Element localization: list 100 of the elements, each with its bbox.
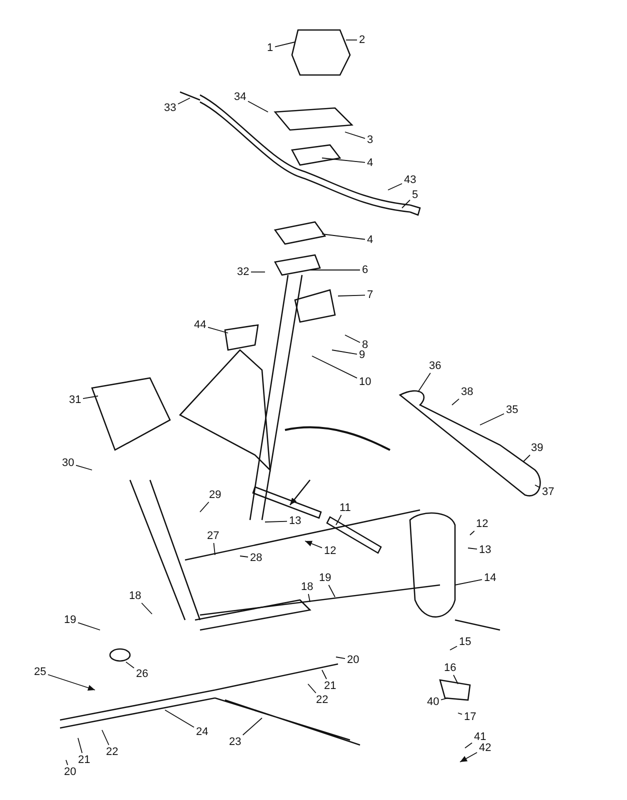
callout-number: 32 (236, 266, 250, 278)
leader-line (344, 132, 366, 139)
leader-line (336, 514, 342, 526)
leader-line (460, 752, 478, 762)
leader-line (76, 464, 92, 470)
leader-line (102, 730, 110, 746)
leader-line (453, 674, 458, 684)
leader-line (242, 718, 262, 736)
callout-number: 25 (33, 666, 48, 678)
leader-line (534, 484, 540, 488)
leader-line (332, 350, 358, 355)
leader-line (402, 200, 410, 208)
callout-number: 2 (358, 34, 366, 46)
leader-line (468, 548, 478, 550)
callout-number: 18 (300, 581, 314, 593)
callout-number: 19 (63, 614, 78, 626)
leader-line (338, 294, 366, 296)
leader-line (304, 540, 322, 548)
callout-number: 43 (403, 174, 418, 186)
callout-number: 5 (411, 189, 420, 201)
leader-line (322, 234, 366, 240)
callout-number: 29 (208, 489, 222, 501)
leader-line (328, 584, 336, 598)
leader-line (126, 662, 134, 668)
callout-number: 37 (541, 486, 556, 498)
leader-line (264, 520, 288, 522)
leader-line (48, 674, 96, 691)
callout-number: 39 (530, 442, 544, 454)
callout-number: 27 (206, 530, 220, 542)
callout-number: 22 (105, 746, 120, 758)
leader-line (440, 698, 448, 700)
leader-line (274, 42, 296, 48)
callout-number: 7 (366, 289, 374, 301)
leader-line (418, 372, 431, 392)
leader-line (388, 183, 402, 190)
callout-number: 8 (361, 339, 370, 351)
leader-line (312, 356, 358, 379)
callout-number: 9 (358, 349, 366, 361)
leader-line (464, 742, 472, 748)
leader-line (213, 542, 216, 556)
leader-line (452, 398, 460, 406)
leader-line (322, 670, 327, 680)
callout-number: 28 (249, 552, 264, 564)
callout-number: 16 (443, 662, 458, 674)
leader-line (78, 738, 83, 754)
leader-line (322, 158, 366, 163)
leader-line (82, 396, 98, 400)
callout-number: 22 (315, 694, 330, 706)
callout-number: 19 (318, 572, 332, 584)
callout-number: 10 (358, 376, 372, 388)
leader-line (208, 326, 228, 334)
leader-line (336, 656, 346, 660)
leader-line (66, 760, 68, 766)
callout-number: 15 (458, 636, 472, 648)
callout-number: 20 (63, 766, 78, 778)
callout-number: 40 (426, 696, 440, 708)
callout-number: 38 (460, 386, 474, 398)
leader-line (522, 454, 530, 462)
callout-number: 24 (195, 726, 210, 738)
leader-line (308, 594, 310, 602)
callout-number: 14 (483, 572, 498, 584)
callout-number: 3 (366, 134, 374, 146)
callout-number: 44 (193, 319, 208, 331)
leader-line (308, 684, 316, 694)
callout-number: 35 (505, 404, 520, 416)
callout-number: 21 (77, 754, 92, 766)
callout-number: 18 (128, 590, 142, 602)
callout-number: 26 (135, 668, 150, 680)
callout-number: 34 (233, 91, 248, 103)
callout-number: 23 (228, 736, 242, 748)
callout-number: 30 (61, 457, 76, 469)
callout-number: 4 (366, 234, 374, 246)
callout-number: 21 (323, 680, 338, 692)
leader-line (248, 100, 268, 112)
callout-number: 20 (346, 654, 360, 666)
callout-number: 33 (163, 102, 178, 114)
callout-number: 36 (428, 360, 442, 372)
leader-line (200, 502, 210, 512)
leader-line (141, 602, 152, 614)
leader-line (458, 712, 462, 715)
callout-number: 13 (288, 515, 302, 527)
leader-line (454, 579, 482, 586)
callout-number: 42 (478, 742, 492, 754)
callout-number: 41 (473, 731, 488, 743)
leader-line (470, 530, 475, 536)
leader-line (164, 710, 194, 728)
callout-number: 12 (323, 545, 338, 557)
callout-number: 31 (68, 394, 82, 406)
leader-line (78, 622, 100, 630)
callout-number: 12 (475, 518, 490, 530)
callout-number: 11 (338, 502, 352, 514)
leader-line (450, 646, 458, 650)
leader-line (178, 98, 190, 104)
callout-number: 1 (266, 42, 274, 54)
leader-line (344, 334, 360, 343)
callout-number: 4 (366, 157, 374, 169)
leader-line (240, 556, 248, 558)
leader-line (480, 413, 504, 426)
callout-number: 13 (478, 544, 492, 556)
callout-number: 6 (361, 264, 370, 276)
